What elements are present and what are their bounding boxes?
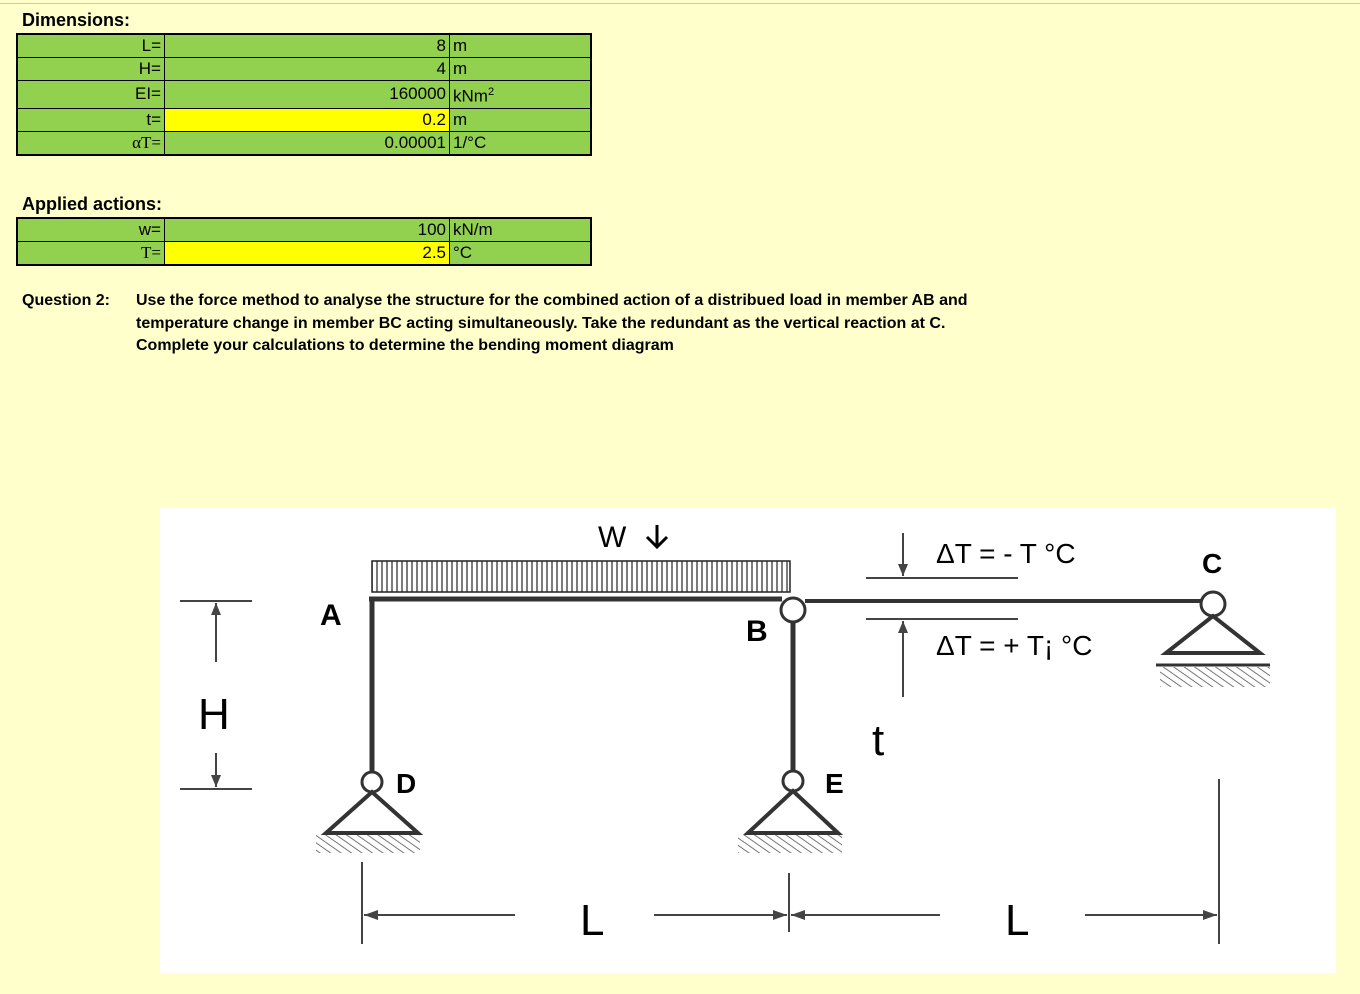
param-value-cell[interactable]: 8 — [164, 33, 450, 58]
span-label-2: L — [1005, 896, 1029, 945]
param-value-cell[interactable]: 160000 — [164, 80, 450, 109]
table-row: L= 8 m — [16, 33, 592, 58]
param-unit: m — [449, 107, 592, 132]
node-a-label: A — [320, 599, 342, 632]
node-c-label: C — [1202, 548, 1222, 579]
structure-diagram: W — [160, 507, 1336, 973]
thickness-label: t — [872, 716, 884, 765]
param-label: t= — [16, 107, 165, 132]
hinge-b-icon — [779, 596, 807, 624]
param-unit: kN/m — [449, 217, 592, 242]
dimensions-title: Dimensions: — [22, 10, 131, 30]
unit-superscript: 2 — [487, 86, 495, 98]
param-value-cell[interactable]: 4 — [164, 57, 450, 81]
question-line: Use the force method to analyse the stru… — [136, 292, 968, 309]
question-number: Question 2: — [22, 292, 111, 309]
structure-diagram-svg: W — [180, 521, 1270, 945]
param-input-cell[interactable]: 2.5 — [164, 241, 450, 266]
dimensions-table: L= 8 m H= 4 m EI= 160000 kNm2 t= 0.2 m α… — [16, 33, 592, 156]
param-label: H= — [16, 57, 165, 81]
question-line-2: temperature change in member BC acting s… — [136, 314, 946, 332]
pin-support-c-icon — [1156, 590, 1270, 687]
param-unit: m — [449, 57, 592, 81]
table-row: EI= 160000 kNm2 — [16, 80, 592, 109]
load-label: W — [598, 521, 627, 554]
param-unit: °C — [449, 241, 592, 266]
node-e-label: E — [825, 768, 844, 799]
question-line-3: Complete your calculations to determine … — [136, 337, 674, 354]
table-row: T= 2.5 °C — [16, 241, 592, 266]
top-gridline — [0, 3, 1360, 4]
param-input-cell[interactable]: 0.2 — [164, 107, 450, 132]
param-label: EI= — [16, 80, 165, 109]
param-label: w= — [16, 217, 165, 242]
applied-actions-table: w= 100 kN/m T= 2.5 °C — [16, 217, 592, 266]
height-label: H — [198, 690, 230, 739]
question-line-1: Question 2: Use the force method to analy… — [22, 290, 1122, 313]
table-row: t= 0.2 m — [16, 107, 592, 132]
node-b-label: B — [746, 615, 768, 648]
param-label: αT= — [16, 130, 165, 156]
applied-actions-title: Applied actions: — [22, 194, 163, 214]
param-value-cell[interactable]: 0.00001 — [164, 130, 450, 156]
table-row: w= 100 kN/m — [16, 217, 592, 242]
height-dimension — [180, 600, 252, 790]
thickness-dimension — [866, 533, 1018, 697]
param-label: T= — [16, 241, 165, 266]
question-text: Question 2: Use the force method to analy… — [22, 290, 1122, 358]
param-unit: 1/°C — [449, 130, 592, 156]
pin-support-e-icon — [738, 769, 844, 853]
table-row: H= 4 m — [16, 57, 592, 81]
span-label-1: L — [580, 896, 604, 945]
node-d-label: D — [396, 768, 416, 799]
param-unit: kNm2 — [449, 80, 592, 109]
frame-members — [369, 596, 1205, 772]
span-dimension — [361, 779, 1220, 944]
param-unit: m — [449, 33, 592, 58]
param-label: L= — [16, 33, 165, 58]
arrow-down-icon — [645, 525, 669, 550]
unit-text: kNm — [453, 86, 488, 106]
table-row: αT= 0.00001 1/°C — [16, 130, 592, 156]
temp-bottom-label: ΔT = + T¡ °C — [936, 630, 1092, 661]
temp-top-label: ΔT = - T °C — [936, 538, 1076, 569]
pin-support-d-icon — [316, 770, 424, 853]
param-value-cell[interactable]: 100 — [164, 217, 450, 242]
distributed-load — [371, 560, 791, 593]
